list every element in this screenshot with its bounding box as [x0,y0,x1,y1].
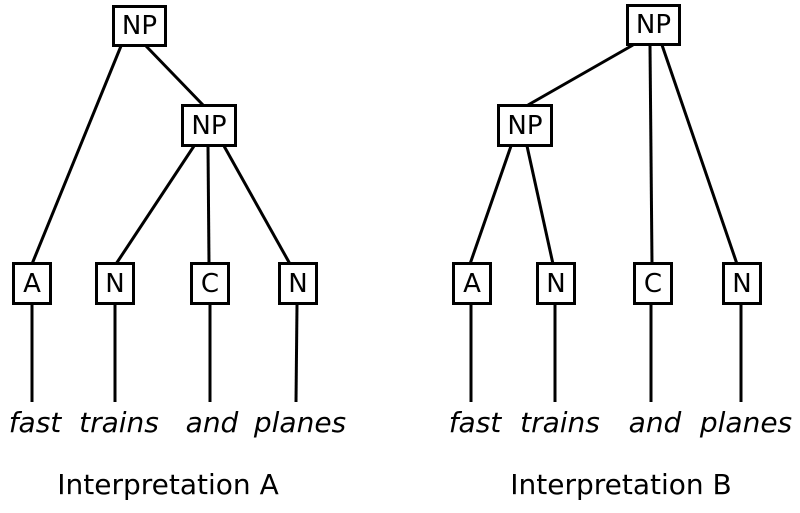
tree-a-word-planes: planes [253,406,347,439]
tree-b-leaf-adjective-node: A [452,262,492,305]
tree-a-leaf-noun1-node: N [95,262,135,305]
tree-a-leaf-noun2-node: N [278,262,318,305]
tree-b-inner-np-node: NP [497,104,553,147]
tree-a-word-and: and [185,406,239,439]
tree-b-leaf-conjunction-node: C [633,262,673,305]
edge-a-root-to-adj [30,45,123,265]
tree-b-word-trains: trains [520,406,600,439]
tree-b-word-planes: planes [699,406,793,439]
edge-a-inner-to-c [206,145,211,265]
tree-a-word-trains: trains [79,406,159,439]
stem-a-planes [294,304,299,403]
edge-a-root-to-inner-np [144,44,205,107]
edge-b-root-to-inner-np [527,43,634,107]
edge-a-inner-to-n1 [114,145,196,265]
tree-b-word-fast: fast [448,406,502,439]
edge-a-inner-to-n2 [222,145,292,265]
tree-a-caption: Interpretation A [57,468,279,501]
tree-b-word-and: and [628,406,682,439]
tree-b-leaf-noun1-node: N [536,262,576,305]
tree-a-inner-np-node: NP [181,104,237,147]
tree-b-caption: Interpretation B [510,468,732,501]
edge-b-inner-to-n1 [525,145,555,265]
tree-b-root-np-node: NP [626,4,681,46]
tree-b-leaf-noun2-node: N [722,262,762,305]
tree-a-leaf-adjective-node: A [12,262,52,305]
edge-b-root-to-c [648,44,654,265]
tree-a-word-fast: fast [8,406,62,439]
edge-b-inner-to-adj [468,145,513,265]
edge-b-root-to-n2 [660,44,739,265]
tree-a-root-np-node: NP [112,5,167,47]
tree-a-leaf-conjunction-node: C [190,262,230,305]
